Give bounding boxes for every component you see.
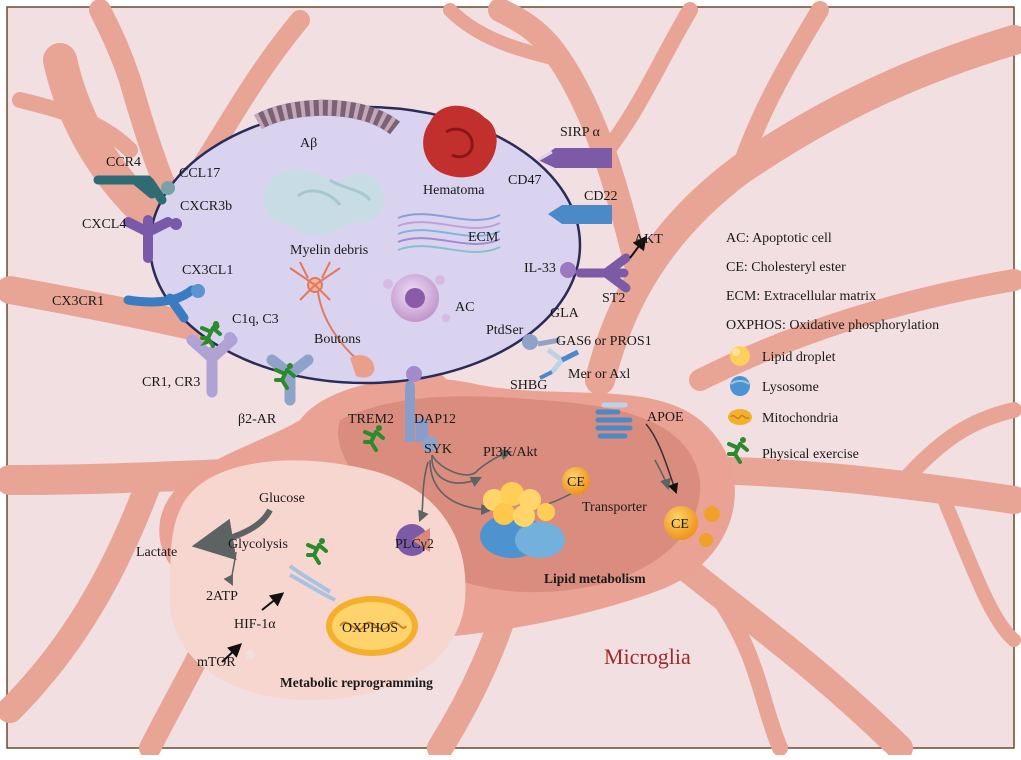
apoe-arrow <box>645 423 679 494</box>
label-atp: 2ATP <box>206 589 238 604</box>
legend-ce: CE: Cholesteryl ester <box>726 260 846 275</box>
lipid-droplet-lysosome-icon <box>480 482 565 558</box>
label-mer: Mer or Axl <box>568 367 630 382</box>
label-cd22: CD22 <box>584 189 617 204</box>
ccr4-receptor <box>93 175 167 205</box>
label-cxcl4: CXCL4 <box>82 217 126 232</box>
label-hematoma: Hematoma <box>423 183 485 198</box>
syk-node <box>422 436 438 452</box>
label-cx3cl1: CX3CL1 <box>182 263 233 278</box>
st2-receptor <box>575 253 631 293</box>
apoptotic-cell-icon <box>383 274 450 322</box>
label-cd47: CD47 <box>508 173 541 188</box>
oxphos-mitochondrion-icon <box>326 596 418 656</box>
label-pi3k: PI3K/Akt <box>483 445 538 460</box>
label-c1q: C1q, C3 <box>232 312 279 327</box>
label-glycolysis: Glycolysis <box>228 537 288 552</box>
lysosome-icon <box>730 376 750 396</box>
label-il33: IL-33 <box>524 261 556 276</box>
tam-receptor <box>522 334 580 380</box>
cd22-receptor <box>548 205 612 224</box>
legend-ecm: ECM: Extracellular matrix <box>726 289 876 304</box>
mitochondria-icon <box>728 409 752 425</box>
label-b2ar: β2-AR <box>238 412 277 427</box>
trem2-receptor <box>405 366 428 442</box>
legend-oxphos: OXPHOS: Oxidative phosphorylation <box>726 318 939 333</box>
running-person-icon <box>200 321 222 348</box>
cx3cr1-receptor <box>123 285 197 323</box>
label-ecm: ECM <box>468 230 499 245</box>
label-boutons: Boutons <box>314 332 361 347</box>
label-cx3cr1: CX3CR1 <box>52 294 104 309</box>
hif-arrow <box>261 592 285 611</box>
label-trem2: TREM2 <box>348 412 394 427</box>
hematoma-icon <box>423 105 497 178</box>
label-ce2: CE <box>671 517 689 532</box>
c1q-ligand <box>224 332 236 344</box>
cholesteryl-ester-icon <box>562 467 590 495</box>
label-st2: ST2 <box>602 291 625 306</box>
boutons-icon <box>289 261 375 378</box>
label-cr1: CR1, CR3 <box>142 375 200 390</box>
label-syk: SYK <box>424 442 452 457</box>
label-ab: Aβ <box>300 136 317 151</box>
label-ac: AC <box>455 300 474 315</box>
running-person-icon <box>727 437 749 464</box>
legend-lysosome: Lysosome <box>762 380 819 395</box>
label-ccr4: CCR4 <box>106 155 141 170</box>
label-myelin: Myelin debris <box>290 243 368 258</box>
ccl17-ligand <box>161 181 175 195</box>
label-dap12: DAP12 <box>414 412 456 427</box>
cxcl4-ligand <box>170 218 182 230</box>
mtor-arrow <box>221 643 243 663</box>
reprogramming-arrows <box>288 564 336 602</box>
label-metabolic: Metabolic reprogramming <box>280 675 433 690</box>
cxcr3b-receptor <box>123 215 173 263</box>
label-ccl17: CCL17 <box>179 166 220 181</box>
sirp-alpha-receptor <box>537 148 612 168</box>
cx3cl1-ligand <box>191 284 205 298</box>
running-person-icon <box>306 538 328 565</box>
label-transporter: Transporter <box>582 500 647 515</box>
mtor-node <box>245 650 255 660</box>
legend: AC: Apoptotic cell CE: Cholesteryl ester… <box>726 231 939 464</box>
legend-mitochondria: Mitochondria <box>762 411 839 426</box>
transporter-icon <box>595 402 633 439</box>
legend-exercise: Physical exercise <box>762 447 859 462</box>
lipid-droplet-icon <box>730 346 750 366</box>
label-lactate: Lactate <box>136 545 177 560</box>
plcg2-icon <box>396 524 430 556</box>
label-plc: PLCγ2 <box>395 537 434 552</box>
ecm-icon <box>397 213 501 253</box>
label-mtor: mTOR <box>197 655 236 670</box>
label-gla: GLA <box>550 306 580 321</box>
running-person-icon <box>274 363 296 390</box>
cholesteryl-ester-icon <box>664 506 698 540</box>
label-hif: HIF-1α <box>234 617 276 632</box>
label-sirp: SIRP α <box>560 125 601 140</box>
label-akt: AKT <box>634 232 663 247</box>
legend-ac: AC: Apoptotic cell <box>726 231 832 246</box>
label-shbg: SHBG <box>510 378 547 393</box>
label-lipid-metabolism: Lipid metabolism <box>544 571 646 586</box>
cholesteryl-ester-icon <box>704 506 720 522</box>
label-glucose: Glucose <box>259 491 305 506</box>
label-apoe: APOE <box>647 410 684 425</box>
label-oxphos: OXPHOS <box>342 621 398 636</box>
legend-lipid: Lipid droplet <box>762 350 836 365</box>
myelin-debris-icon <box>263 169 385 236</box>
label-cxcr3b: CXCR3b <box>180 199 232 214</box>
glycolysis-arrows <box>191 508 273 586</box>
label-microglia: Microglia <box>604 644 691 669</box>
label-ptdser: PtdSer <box>486 323 524 338</box>
label-gas6: GAS6 or PROS1 <box>556 334 652 349</box>
amyloid-beta-icon <box>254 99 400 135</box>
running-person-icon <box>363 425 385 452</box>
label-ce1: CE <box>567 475 585 490</box>
cholesteryl-ester-icon <box>699 533 713 547</box>
il33-ligand <box>560 262 576 278</box>
st2-akt-arrow <box>629 235 647 259</box>
